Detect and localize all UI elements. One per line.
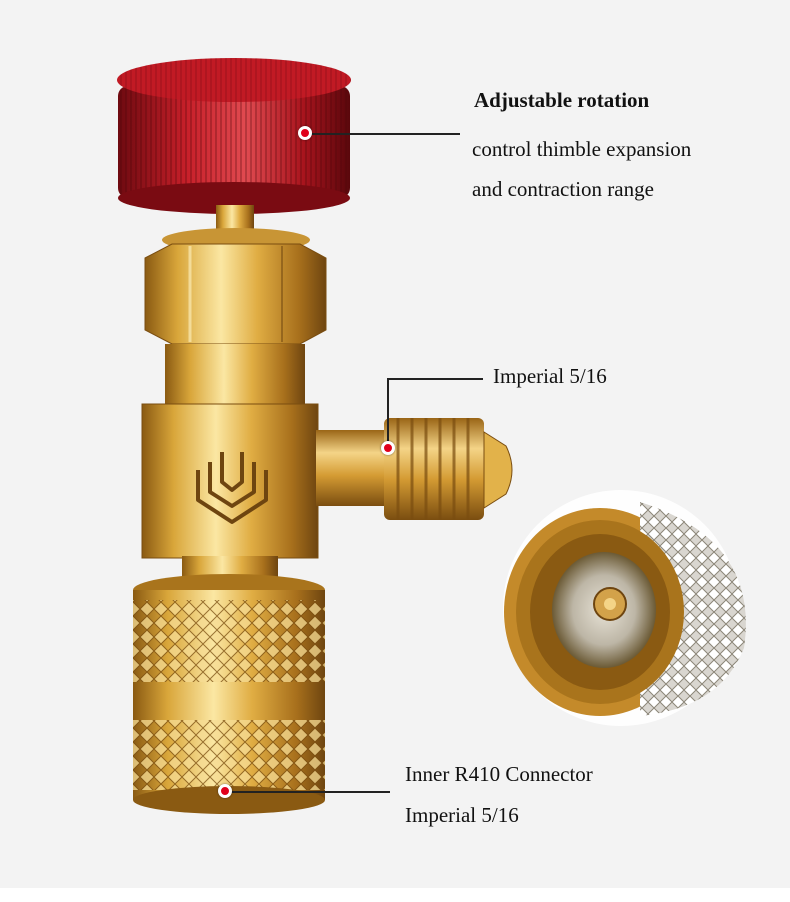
side-port-leader-v	[387, 378, 389, 448]
red-dot-marker	[218, 784, 232, 798]
bottom-coupler	[133, 574, 325, 814]
side-port-label: Imperial 5/16	[493, 364, 607, 388]
red-knob	[117, 58, 351, 214]
bottom-port-line1: Inner R410 Connector	[405, 762, 593, 786]
red-dot-marker	[298, 126, 312, 140]
hex-nut	[144, 228, 327, 345]
side-port-leader-h	[387, 378, 483, 380]
rotation-title: Adjustable rotation	[474, 88, 650, 112]
rotation-leader-line	[305, 133, 460, 135]
rotation-desc-line1: control thimble expansion	[472, 137, 692, 161]
stacked-chevron-logo	[196, 452, 268, 524]
valve-body	[141, 403, 319, 559]
bottom-port-line2: Imperial 5/16	[405, 803, 519, 827]
red-dot-marker	[381, 441, 395, 455]
bottom-port-leader	[225, 791, 390, 793]
valve-neck	[165, 344, 305, 406]
side-port	[316, 418, 513, 520]
inset-detail	[503, 490, 746, 726]
rotation-desc-line2: and contraction range	[472, 177, 654, 201]
